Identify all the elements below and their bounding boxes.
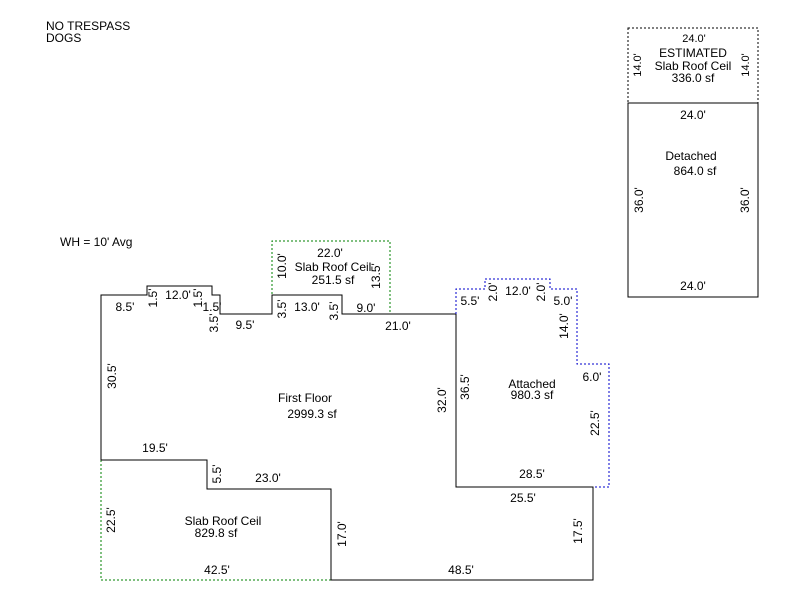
dim-label: 3.5'	[327, 302, 341, 321]
slab-top-area: 251.5 sf	[312, 273, 355, 287]
dim-label: 5.5'	[461, 294, 480, 308]
dim-label: 17.5'	[571, 518, 585, 544]
dim-label: 3.5'	[275, 300, 289, 319]
first-floor-area: 2999.3 sf	[287, 407, 337, 421]
dim-label: 42.5'	[204, 563, 230, 577]
first-floor-outline	[100, 285, 594, 581]
dim-label: 24.0'	[682, 33, 706, 45]
detached-outline	[627, 102, 759, 298]
dim-label: 2.0'	[534, 283, 548, 302]
dim-label: 25.5'	[510, 491, 536, 505]
first-floor-name: First Floor	[278, 391, 332, 405]
dim-label: 1.5'	[191, 289, 205, 308]
dim-label: 14.0'	[557, 313, 571, 339]
dim-label: 36.5'	[458, 374, 472, 400]
estimated-slab-area: 336.0 sf	[672, 71, 715, 85]
estimated-slab-name: Slab Roof Ceil	[655, 59, 732, 73]
attached-outline	[455, 278, 610, 488]
dim-label: 22.5'	[104, 507, 118, 533]
dim-label: 13.5'	[369, 263, 383, 289]
dim-label: 48.5'	[448, 563, 474, 577]
dim-label: 8.5'	[116, 300, 135, 314]
estimated-label: ESTIMATED	[659, 46, 727, 60]
dim-label: 12.0'	[505, 284, 531, 298]
slab-top-outline	[271, 240, 391, 314]
detached-name: Detached	[665, 149, 716, 163]
slab-bottom-outline	[100, 460, 331, 581]
slab-top-name: Slab Roof Ceil	[295, 260, 372, 274]
dim-label: 3.5'	[207, 314, 221, 333]
dim-label: 6.0'	[583, 370, 602, 384]
dim-label: 9.0'	[357, 301, 376, 315]
dim-label: 21.0'	[385, 319, 411, 333]
dim-label: 24.0'	[680, 279, 706, 293]
dim-label: 10.0'	[275, 253, 289, 279]
dim-label: 19.5'	[142, 441, 168, 455]
dim-label: 36.0'	[738, 187, 752, 213]
dim-label: 12.0'	[165, 288, 191, 302]
dim-label: 32.0'	[435, 387, 449, 413]
attached-name: Attached	[508, 377, 555, 391]
dim-label: 9.5'	[236, 318, 255, 332]
dim-label: 2.0'	[486, 283, 500, 302]
dim-label: 14.0'	[740, 53, 752, 77]
note-no-trespass: NO TRESPASS	[46, 19, 131, 33]
slab-bottom-area: 829.8 sf	[195, 526, 238, 540]
dim-label: 36.0'	[632, 187, 646, 213]
dim-label: 30.5'	[105, 363, 119, 389]
dim-label: 22.5'	[588, 410, 602, 436]
attached-area: 980.3 sf	[511, 388, 554, 402]
dim-label: 17.0'	[335, 521, 349, 547]
dim-label: 5.0'	[554, 294, 573, 308]
dim-label: 13.0'	[294, 300, 320, 314]
dim-label: 24.0'	[680, 108, 706, 122]
dim-label: 1.5'	[203, 300, 222, 314]
dim-label: 5.5'	[210, 465, 224, 484]
dim-label: 22.0'	[317, 246, 343, 260]
detached-area: 864.0 sf	[674, 164, 717, 178]
dim-label: 14.0'	[632, 53, 644, 77]
note-dogs: DOGS	[46, 31, 82, 45]
slab-bottom-name: Slab Roof Ceil	[185, 514, 262, 528]
wall-height-note: WH = 10' Avg	[60, 235, 133, 249]
dim-label: 28.5'	[519, 467, 545, 481]
dim-label: 1.5'	[146, 289, 160, 308]
dim-label: 23.0'	[255, 471, 281, 485]
